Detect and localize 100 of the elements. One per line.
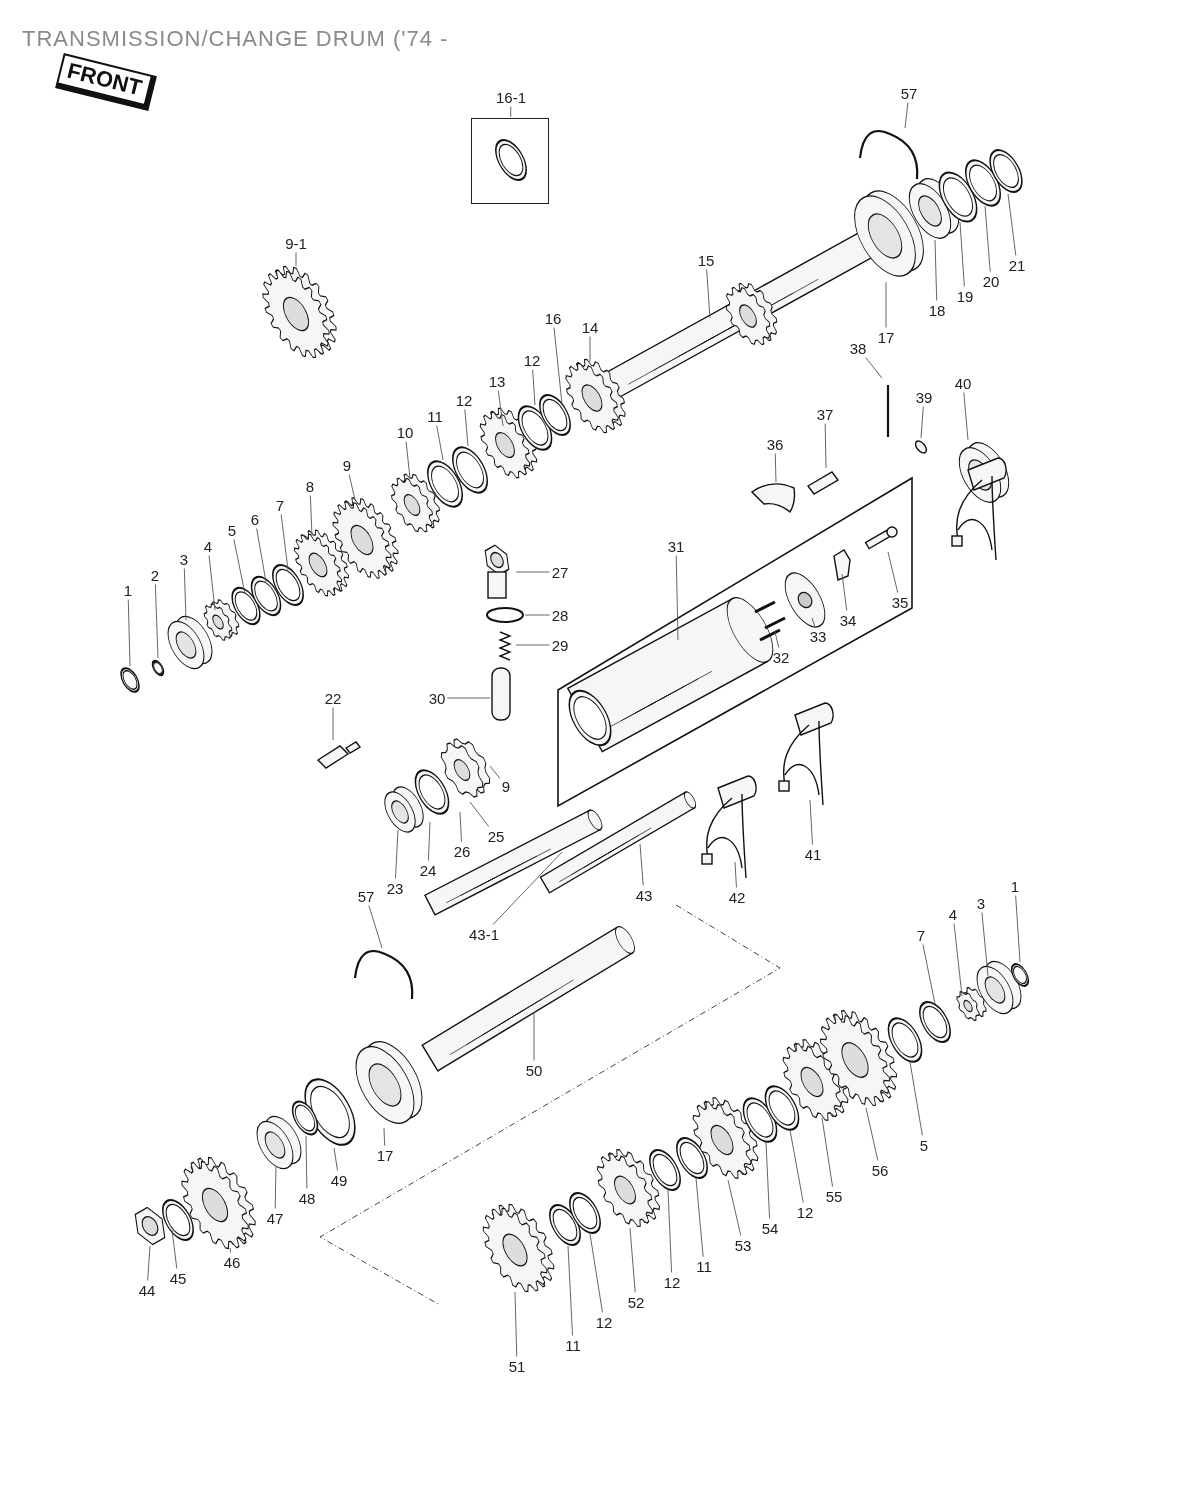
callout-number: 28 [550,606,570,624]
callout-number: 37 [815,405,835,423]
callout-number: 7 [274,496,286,514]
callout-number: 1 [1009,877,1021,895]
callout-number: 29 [550,636,570,654]
callout-number: 36 [765,435,785,453]
callout-number: 11 [426,407,444,425]
callout-number: 14 [580,318,600,336]
leader-line [953,923,963,997]
leader-line [309,495,313,537]
leader-line [510,106,512,118]
callout-number: 17 [876,328,896,346]
front-direction-sign: FRONT [55,52,157,112]
leader-line [127,599,131,667]
leader-line [695,1177,704,1257]
callout-number: 9 [500,777,512,795]
callout-number: 44 [137,1281,157,1299]
part-frame [471,118,549,204]
callout-number: 24 [418,861,438,879]
callout-number: 49 [329,1171,349,1189]
callout-number: 43 [634,886,654,904]
leader-line [469,801,490,827]
leader-line [383,1127,386,1146]
leader-line [981,912,989,977]
callout-number: 43-1 [468,925,500,943]
callout-number: 3 [975,894,987,912]
leader-line [446,697,491,699]
callout-number: 9 [341,456,353,474]
callout-number: 22 [323,689,343,707]
leader-line [629,1227,636,1293]
leader-line [295,252,297,267]
callout-number: 4 [947,905,959,923]
leader-line [333,1147,338,1171]
leader-line [154,584,159,659]
leader-line [497,390,504,427]
callout-number: 42 [727,888,747,906]
leader-line [459,811,462,842]
leader-line [909,1061,923,1136]
callout-number: 53 [733,1236,753,1254]
leader-line [436,425,444,461]
leader-line [734,861,737,888]
callout-number: 20 [981,272,1001,290]
leader-line [1015,895,1021,963]
diagram-title: TRANSMISSION/CHANGE DRUM ('74 - [22,26,449,52]
leader-line [639,843,644,886]
leader-line [368,905,383,949]
leader-line [706,269,711,319]
callout-number: 41 [803,845,823,863]
leader-line [809,799,813,845]
leader-line [524,614,551,616]
leader-line [305,1135,308,1189]
callout-number: 7 [915,926,927,944]
callout-number: 40 [953,374,973,392]
callout-number: 4 [202,537,214,555]
leader-line [922,944,936,1005]
leader-line [280,514,289,571]
leader-line [171,1229,178,1269]
callout-number: 17 [375,1146,395,1164]
callout-number: 35 [890,593,910,611]
callout-number: 32 [771,648,791,666]
callout-number: 13 [487,372,507,390]
callout-number: 54 [760,1219,780,1237]
leader-line [959,221,965,287]
leader-line [553,327,563,405]
callout-number: 21 [1007,256,1027,274]
leader-line [492,851,563,925]
callout-number: 26 [452,842,472,860]
callout-number: 52 [626,1293,646,1311]
leader-line [348,474,356,501]
callout-number: 46 [222,1253,242,1271]
callout-number: 38 [848,339,868,357]
leader-line [821,1117,833,1187]
callout-number: 33 [808,627,828,645]
callout-number: 16 [543,309,563,327]
callout-number: 16-1 [495,88,527,106]
leader-line [533,1011,535,1061]
callout-number: 27 [550,563,570,581]
leader-line [395,829,399,879]
leader-line [811,617,816,627]
callout-number: 12 [454,391,474,409]
leader-line [332,707,334,741]
callout-number: 9-1 [284,234,308,252]
callout-number: 5 [918,1136,930,1154]
leader-line [427,821,431,861]
leader-line [589,336,591,363]
callout-number: 12 [594,1313,614,1331]
callout-number: 11 [564,1336,582,1354]
leader-line [208,555,216,611]
leader-line [274,1165,277,1209]
leader-line [589,1233,603,1313]
callout-number: 19 [955,287,975,305]
callout-number: 12 [522,351,542,369]
leader-line [515,644,551,646]
leader-line [904,102,909,129]
callout-number: 55 [824,1187,844,1205]
leader-line [963,392,969,441]
callout-number: 57 [899,84,919,102]
leader-line [1007,193,1017,256]
leader-line [765,1141,770,1219]
leader-line [464,409,469,447]
